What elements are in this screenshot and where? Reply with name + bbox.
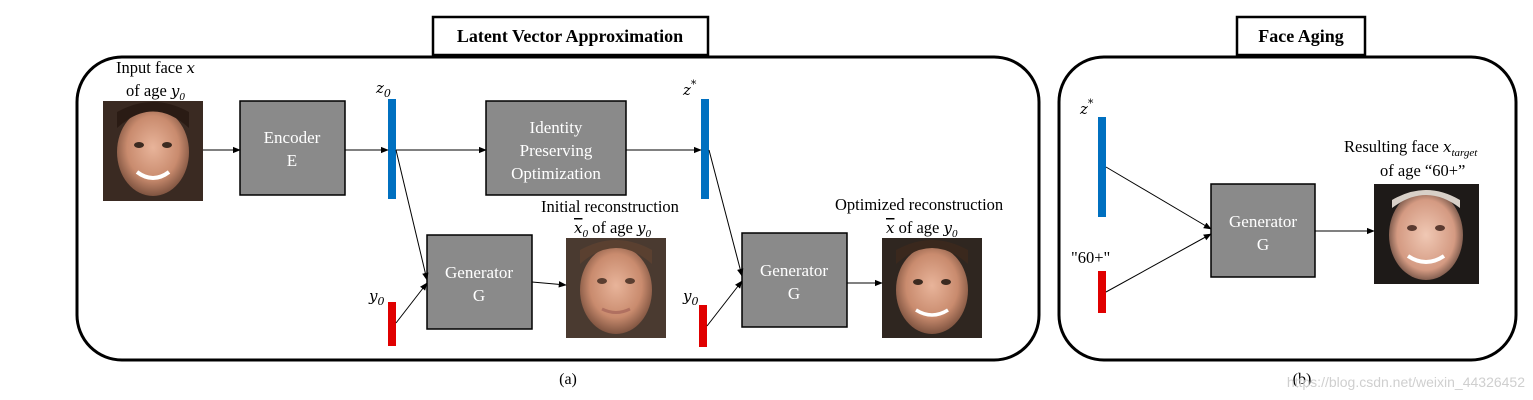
initial-reconstruction-image xyxy=(566,238,666,338)
optimized-reconstruction-age-label: x of age y0 xyxy=(886,218,958,240)
z-star-label-b: z* xyxy=(1079,97,1094,118)
panel-a-title-box xyxy=(431,15,710,57)
generator-block-1 xyxy=(426,234,533,330)
encoder-symbol: E xyxy=(287,151,297,170)
input-age-label: of age y0 xyxy=(126,81,185,103)
generator-1-label: Generator xyxy=(445,263,513,282)
encoder-label: Encoder xyxy=(264,128,321,147)
age-60-label: "60+" xyxy=(1071,248,1110,267)
generator-b-symbol: G xyxy=(1257,235,1269,254)
arrow-y0-to-generator-2 xyxy=(706,280,743,327)
generator-1-symbol: G xyxy=(473,286,485,305)
generator-block-b xyxy=(1210,183,1316,278)
idp-label-1: Identity xyxy=(530,118,583,137)
watermark: https://blog.csdn.net/weixin_44326452 xyxy=(1287,374,1525,390)
panel-b-arrows xyxy=(1105,166,1375,293)
panel-a-title: Latent Vector Approximation xyxy=(457,26,683,46)
initial-reconstruction-label: Initial reconstruction xyxy=(541,197,679,216)
y0-age-bar-1 xyxy=(388,302,396,346)
optimized-reconstruction-image xyxy=(882,238,982,338)
generator-b-label: Generator xyxy=(1229,212,1297,231)
idp-label-3: Optimization xyxy=(511,164,601,183)
z-star-latent-bar xyxy=(701,99,709,199)
panel-a-arrows xyxy=(203,146,883,327)
resulting-face-label: Resulting face xtarget xyxy=(1344,137,1478,159)
z-star-latent-bar-b xyxy=(1098,117,1106,217)
generator-block-2 xyxy=(741,232,848,328)
age-60-bar xyxy=(1098,271,1106,313)
panel-b-title: Face Aging xyxy=(1258,26,1344,46)
identity-preserving-optimization-block xyxy=(485,100,627,196)
optimized-reconstruction-label: Optimized reconstruction xyxy=(835,195,1003,214)
resulting-age-label: of age “60+” xyxy=(1380,161,1465,180)
arrow-60-to-generator-b xyxy=(1105,233,1212,293)
generator-2-label: Generator xyxy=(760,261,828,280)
y0-label-2: y0 xyxy=(682,287,698,308)
arrow-z-star-to-generator-b xyxy=(1105,166,1212,230)
panel-b-caption: (b) xyxy=(1293,371,1312,388)
input-face-image xyxy=(103,101,203,201)
arrow-y0-to-generator-1 xyxy=(395,282,428,324)
resulting-face-image xyxy=(1374,184,1479,284)
arrow-z0-to-generator-1 xyxy=(395,149,429,281)
panel-b-title-box xyxy=(1235,15,1367,57)
z0-label: z0 xyxy=(375,79,391,100)
z0-latent-bar xyxy=(388,99,396,199)
y0-label-1: y0 xyxy=(368,287,384,308)
panel-a-caption: (a) xyxy=(559,371,577,388)
arrow-z-star-to-generator-2 xyxy=(708,149,744,277)
generator-2-symbol: G xyxy=(788,284,800,303)
arrow-generator-1-to-initial xyxy=(531,281,567,288)
y0-age-bar-2 xyxy=(699,305,707,347)
panel-b-frame xyxy=(1057,55,1518,362)
encoder-block xyxy=(239,100,346,196)
initial-reconstruction-age-label: x0 of age y0 xyxy=(574,218,651,240)
z-star-label: z* xyxy=(682,78,697,99)
idp-label-2: Preserving xyxy=(520,141,593,160)
panel-a-frame xyxy=(75,55,1041,362)
input-face-label: Input face x xyxy=(116,58,196,77)
